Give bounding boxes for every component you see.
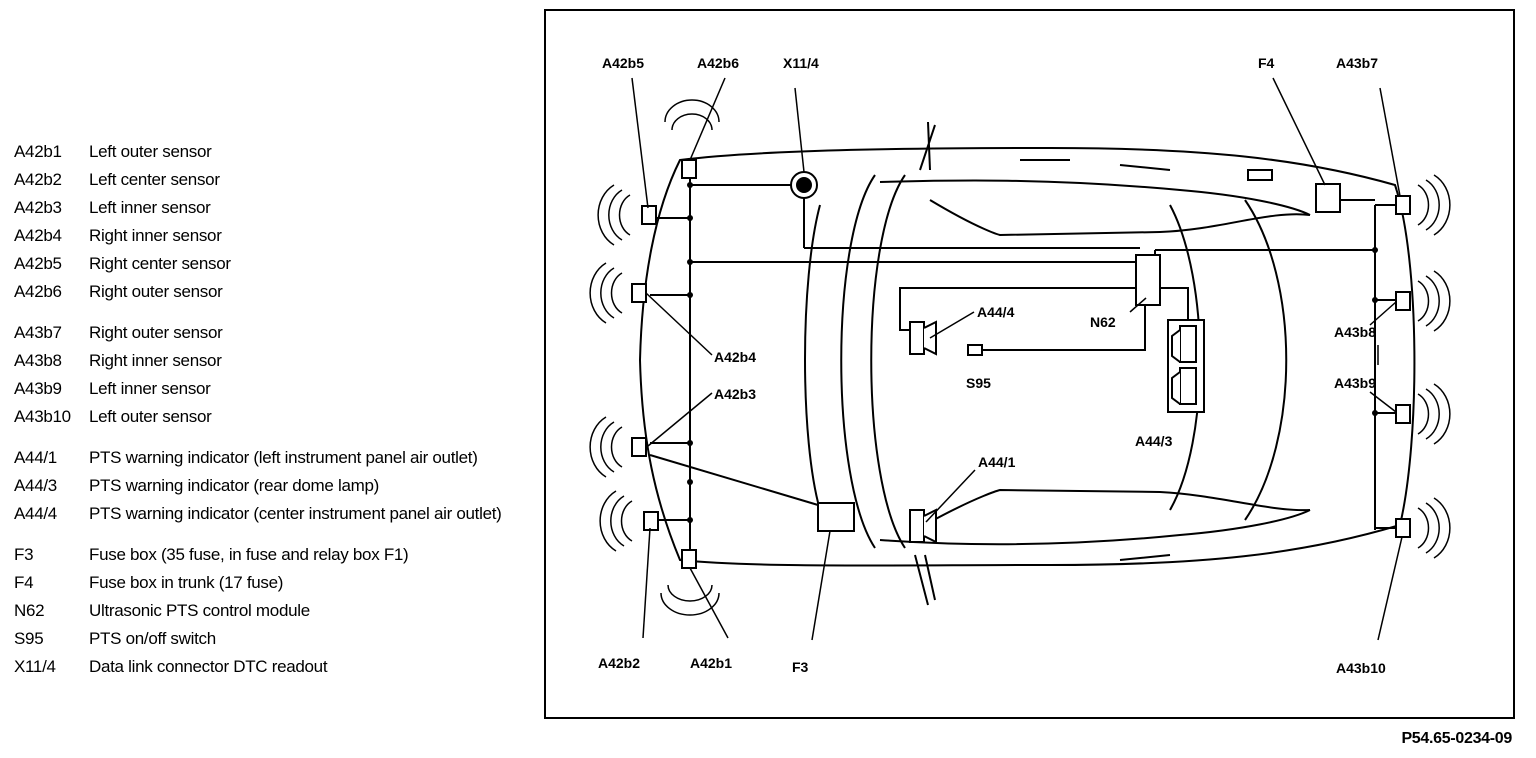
legend-row: A42b1 Left outer sensor [14,138,534,166]
a44-3-indicator [1167,319,1205,413]
legend-code: A42b3 [14,198,62,217]
legend-description: Right outer sensor [89,282,223,301]
rear-sensors [1395,195,1411,538]
legend-description: Left inner sensor [89,379,211,398]
legend-description: Left inner sensor [89,198,211,217]
sensor-waves [589,99,1451,616]
callout-a42b6: A42b6 [697,55,739,71]
callout-a44-3: A44/3 [1135,433,1173,449]
front-sensors [631,159,697,569]
callout-x11-4: X11/4 [783,55,819,71]
callout-a44-1: A44/1 [978,454,1016,470]
callout-a43b7: A43b7 [1336,55,1378,71]
callout-a42b2: A42b2 [598,655,640,671]
legend-description: Left outer sensor [89,407,212,426]
legend-row: A42b5 Right center sensor [14,250,534,278]
legend-row: F3 Fuse box (35 fuse, in fuse and relay b… [14,541,534,569]
legend-description: PTS warning indicator (left instrument p… [89,448,478,467]
legend-description: Right center sensor [89,254,231,273]
legend-code: A44/3 [14,476,57,495]
n62-control-module [1135,254,1161,306]
legend-row: A42b3 Left inner sensor [14,194,534,222]
legend-row: A44/3 PTS warning indicator (rear dome la… [14,472,534,500]
legend-code: A43b9 [14,379,62,398]
legend-description: PTS warning indicator (center instrument… [89,504,502,523]
legend-group: F3 Fuse box (35 fuse, in fuse and relay b… [14,541,534,681]
legend-code: A44/4 [14,504,57,523]
legend-code: N62 [14,601,45,620]
legend-code: A42b4 [14,226,62,245]
callout-s95: S95 [966,375,991,391]
legend-row: A43b8 Right inner sensor [14,347,534,375]
leader-lines [631,77,1403,641]
callout-a43b8: A43b8 [1334,324,1376,340]
legend-code: A43b7 [14,323,62,342]
x11-4-connector [790,171,818,199]
legend-description: Right inner sensor [89,226,222,245]
s95-switch [967,344,983,356]
legend-description: PTS warning indicator (rear dome lamp) [89,476,379,495]
legend-row: A43b7 Right outer sensor [14,319,534,347]
legend-row: A42b4 Right inner sensor [14,222,534,250]
f3-fuse-box [817,502,855,532]
callout-a43b10: A43b10 [1336,660,1386,676]
callout-a42b3: A42b3 [714,386,756,402]
legend-group: A44/1 PTS warning indicator (left instrum… [14,444,534,528]
legend-description: Left outer sensor [89,142,212,161]
wiring-harness [649,175,1398,560]
legend-description: Right inner sensor [89,351,222,370]
legend-code: F4 [14,573,34,592]
legend-description: Right outer sensor [89,323,223,342]
callout-n62: N62 [1090,314,1116,330]
legend-description: Data link connector DTC readout [89,657,328,676]
figure-reference-number: P54.65-0234-09 [1401,730,1512,747]
callout-f4: F4 [1258,55,1275,71]
legend-row: A42b2 Left center sensor [14,166,534,194]
legend-row: A43b9 Left inner sensor [14,375,534,403]
legend-description: Fuse box (35 fuse, in fuse and relay box… [89,545,409,564]
legend-code: A42b2 [14,170,62,189]
callout-a42b5: A42b5 [602,55,644,71]
callout-a42b4: A42b4 [714,349,756,365]
legend-description: Ultrasonic PTS control module [89,601,310,620]
legend-code: A42b1 [14,142,62,161]
callout-f3: F3 [792,659,809,675]
junction-dots [687,182,1378,523]
legend-row: A42b6 Right outer sensor [14,278,534,306]
legend-code: A43b8 [14,351,62,370]
legend-row: A43b10 Left outer sensor [14,403,534,431]
legend-code: A44/1 [14,448,57,467]
legend-row: F4 Fuse box in trunk (17 fuse) [14,569,534,597]
legend-row: S95 PTS on/off switch [14,625,534,653]
a44-4-indicator [909,320,937,356]
legend-description: PTS on/off switch [89,629,216,648]
legend-row: X11/4 Data link connector DTC readout [14,653,534,681]
legend-row: A44/4 PTS warning indicator (center instr… [14,500,534,528]
legend-code: A42b6 [14,282,62,301]
car-outline [638,121,1416,606]
legend-row: N62 Ultrasonic PTS control module [14,597,534,625]
legend-description: Fuse box in trunk (17 fuse) [89,573,284,592]
callout-a43b9: A43b9 [1334,375,1376,391]
callout-a44-4: A44/4 [977,304,1015,320]
legend-code: F3 [14,545,34,564]
legend-description: Left center sensor [89,170,220,189]
legend-row: A44/1 PTS warning indicator (left instrum… [14,444,534,472]
legend-code: A42b5 [14,254,62,273]
legend-code: A43b10 [14,407,71,426]
f4-fuse-box [1315,183,1341,213]
a44-1-indicator [909,508,937,544]
legend-code: X11/4 [14,657,56,676]
callout-a42b1: A42b1 [690,655,732,671]
legend-code: S95 [14,629,44,648]
diagram-frame [544,9,1515,719]
